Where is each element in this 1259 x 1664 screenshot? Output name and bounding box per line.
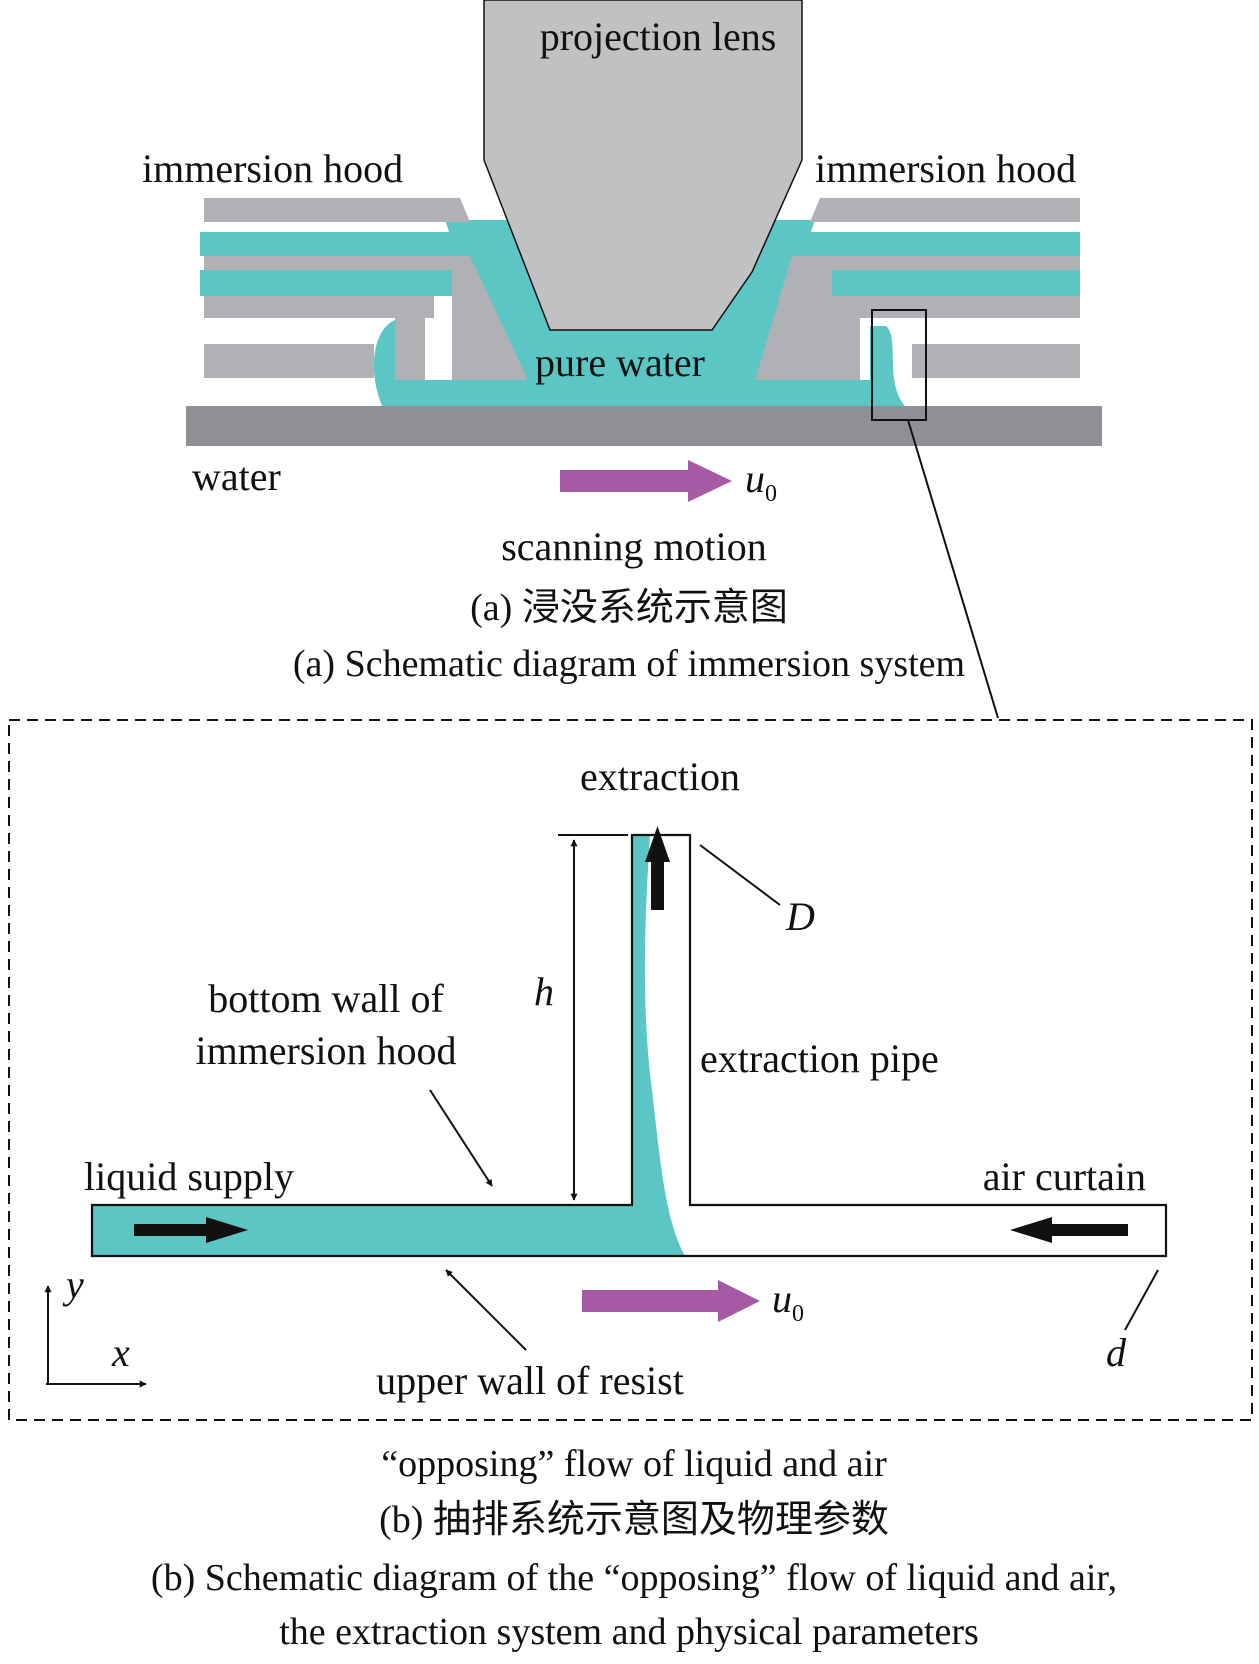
hood-right-mid-plate xyxy=(808,256,1080,270)
extraction-pipe-label: extraction pipe xyxy=(700,1036,939,1081)
hood-right-bottom-plate xyxy=(912,344,1080,378)
motion-arrow-head xyxy=(688,460,732,502)
caption-b-cn: (b) 抽排系统示意图及物理参数 xyxy=(379,1499,889,1541)
scanning-motion-label: scanning motion xyxy=(501,524,767,569)
air-curtain-label: air curtain xyxy=(983,1154,1146,1199)
velocity-label-b: u0 xyxy=(772,1276,804,1327)
air-curtain-arrow xyxy=(1010,1217,1128,1243)
scanning-motion-arrow-b xyxy=(582,1280,760,1322)
liquid-supply-label: liquid supply xyxy=(84,1154,294,1199)
hood-left-bottom-plate xyxy=(204,344,374,378)
caption-b-en-line1: (b) Schematic diagram of the “opposing” … xyxy=(151,1557,1117,1599)
motion-arrow-shaft xyxy=(560,470,690,492)
liquid-arrow-shaft xyxy=(134,1224,210,1236)
coordinate-axes: y x xyxy=(44,1262,147,1388)
air-arrow-head xyxy=(1010,1217,1052,1243)
liquid-region xyxy=(92,835,685,1256)
velocity-label-a: u0 xyxy=(745,456,777,507)
pure-water-label: pure water xyxy=(535,340,705,385)
upper-wall-pointer xyxy=(445,1269,527,1351)
y-axis-label: y xyxy=(62,1262,84,1307)
air-arrow-shaft xyxy=(1048,1224,1128,1236)
opposing-flow-caption: “opposing” flow of liquid and air xyxy=(381,1443,887,1485)
caption-a-en: (a) Schematic diagram of immersion syste… xyxy=(293,643,965,685)
hood-left-nozzle xyxy=(395,296,425,380)
bottom-wall-label-line2: immersion hood xyxy=(195,1028,456,1073)
hood-right-nozzle xyxy=(832,296,860,380)
bottom-wall-label-line1: bottom wall of xyxy=(208,976,444,1021)
immersion-hood-right xyxy=(755,198,1080,380)
panel-b-dashed-frame xyxy=(8,719,1253,1421)
hood-left-inner-wedge xyxy=(452,256,528,380)
immersion-hood-right-label: immersion hood xyxy=(815,146,1076,191)
diameter-leader-line xyxy=(699,844,781,906)
liquid-arrow-head xyxy=(206,1217,248,1243)
caption-b-en-line2: the extraction system and physical param… xyxy=(279,1611,979,1653)
channel-outline xyxy=(90,833,1168,1258)
immersion-hood-left-label: immersion hood xyxy=(142,146,403,191)
liquid-supply-arrow xyxy=(134,1217,248,1243)
gap-symbol: d xyxy=(1106,1330,1127,1375)
extraction-label: extraction xyxy=(580,754,740,799)
hood-right-lower-plate xyxy=(832,296,1080,318)
hood-left-lower-plate xyxy=(204,296,434,318)
immersion-hood-left xyxy=(204,198,528,380)
water-label: water xyxy=(192,454,281,499)
extraction-arrow-shaft xyxy=(651,860,664,910)
water-bottom-pool xyxy=(373,320,905,406)
height-symbol: h xyxy=(534,969,554,1014)
detail-leader-line xyxy=(907,419,999,719)
projection-lens-label: projection lens xyxy=(540,14,777,59)
wafer-substrate xyxy=(186,406,1102,446)
gap-leader-line xyxy=(1124,1269,1159,1331)
projection-lens xyxy=(483,0,803,331)
upper-wall-label: upper wall of resist xyxy=(376,1358,684,1403)
extraction-arrow-head xyxy=(645,826,670,862)
panel-b: extraction D h bottom wall of immersion … xyxy=(8,719,1253,1653)
hood-right-top-plate xyxy=(810,198,1080,222)
detail-box xyxy=(871,309,927,421)
motion-arrow-b-shaft xyxy=(582,1290,722,1312)
bottom-wall-pointer xyxy=(429,1089,493,1187)
diameter-symbol: D xyxy=(785,894,815,939)
extraction-arrow xyxy=(645,826,670,910)
caption-a-cn: (a) 浸没系统示意图 xyxy=(470,587,788,629)
panel-a: projection lens immersion hood immersion… xyxy=(142,0,1102,719)
hood-left-top-plate xyxy=(204,198,470,222)
motion-arrow-b-head xyxy=(718,1280,760,1322)
hood-left-mid-plate xyxy=(204,256,452,270)
hood-right-inner-wedge xyxy=(755,256,832,380)
x-axis-label: x xyxy=(111,1330,130,1375)
scanning-motion-arrow xyxy=(560,460,732,502)
